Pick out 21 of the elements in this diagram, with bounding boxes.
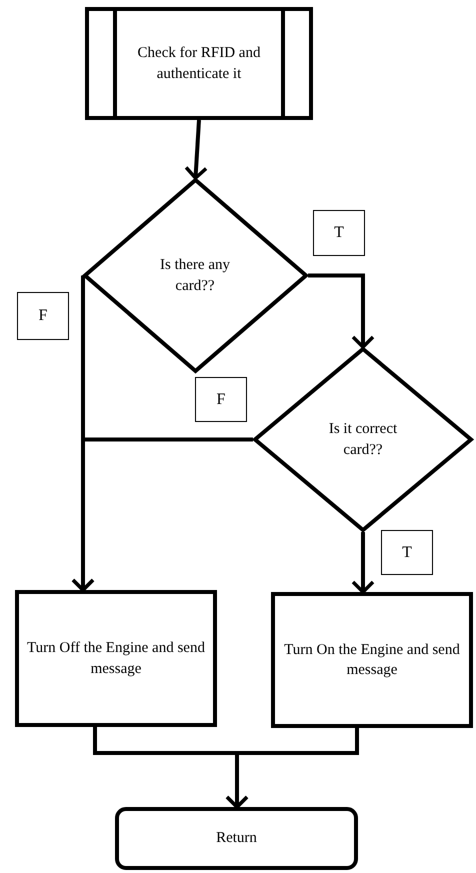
branch-label: F: [195, 377, 247, 422]
process-box: [271, 592, 473, 728]
arrow: [351, 532, 375, 594]
decision-diamond: [253, 347, 473, 532]
branch-label: T: [381, 530, 433, 575]
branch-label: F: [17, 292, 69, 340]
arrow: [184, 120, 208, 180]
process-box: [15, 590, 217, 727]
arrow: [308, 274, 375, 349]
node-text: Check for RFID and authenticate it: [136, 44, 262, 84]
node-text: Return: [216, 829, 257, 848]
arrow: [225, 728, 359, 809]
terminal-box: [115, 807, 358, 870]
arrow: [71, 438, 253, 592]
decision-diamond: [83, 178, 308, 373]
predefined-process-box: [85, 7, 313, 120]
node-text: Turn Off the Engine and send message: [26, 639, 206, 678]
branch-label: T: [313, 210, 365, 256]
node-text: Is it correct card??: [328, 420, 398, 460]
node-text: Turn On the Engine and send message: [283, 640, 461, 680]
node-text: Is there any card??: [159, 256, 231, 296]
